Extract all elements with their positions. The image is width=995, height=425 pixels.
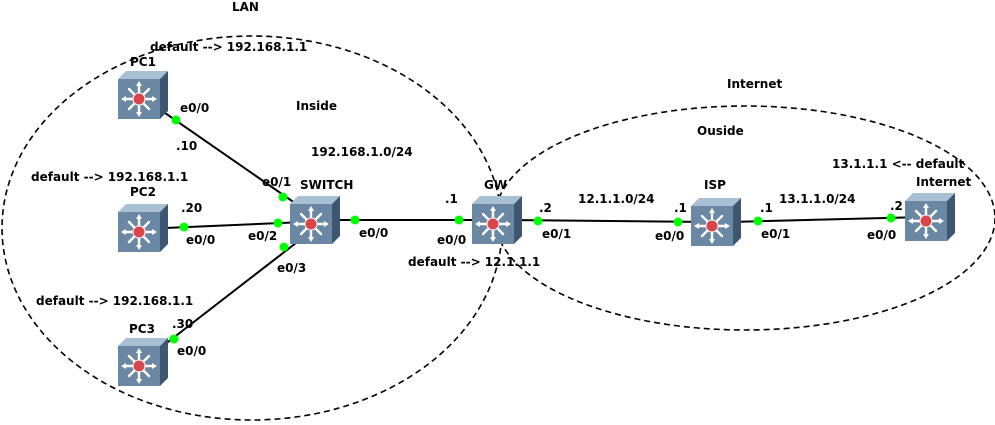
internet-default-route: 13.1.1.1 <-- default	[832, 157, 964, 171]
pc3-default-route: default --> 192.168.1.1	[36, 294, 193, 308]
gw-router-icon[interactable]	[470, 194, 524, 246]
pc1-ip-label: .10	[176, 139, 197, 153]
port-dot-sw-e03[interactable]	[279, 242, 289, 252]
link-pc1-switch	[154, 105, 306, 211]
gw-e00-ip-label: .1	[445, 192, 458, 206]
pc1-port-label: e0/0	[180, 101, 209, 115]
lan-zone-boundary	[1, 35, 503, 421]
sw-e00-label: e0/0	[359, 226, 388, 240]
internet-router-icon[interactable]	[903, 191, 957, 243]
gw-e01-ip-label: .2	[539, 201, 552, 215]
port-dot-isp-e01[interactable]	[753, 216, 763, 226]
sw-e03-label: e0/3	[277, 261, 306, 275]
pc2-ip-label: .20	[181, 201, 202, 215]
port-dot-sw-e02[interactable]	[273, 218, 283, 228]
internet-zone-title: Internet	[727, 77, 782, 91]
isp-name: ISP	[704, 178, 726, 192]
sw-e01-label: e0/1	[262, 175, 291, 189]
internet-e00-label: e0/0	[867, 228, 896, 242]
port-dot-pc3-e00[interactable]	[169, 334, 179, 344]
isp-e01-label: e0/1	[761, 227, 790, 241]
port-dot-gw-e00[interactable]	[454, 215, 464, 225]
pc3-router-icon[interactable]	[116, 336, 170, 388]
port-dot-pc1-e00[interactable]	[171, 115, 181, 125]
gw-name: GW	[484, 178, 507, 192]
lan-subnet-label: 192.168.1.0/24	[311, 145, 413, 159]
internet-e00-ip-label: .2	[890, 199, 903, 213]
port-dot-pc2-e00[interactable]	[179, 222, 189, 232]
port-dot-isp-e00[interactable]	[673, 217, 683, 227]
link-pc3-switch	[154, 235, 306, 353]
lan-zone-title: LAN	[232, 0, 259, 14]
pc3-ip-label: .30	[172, 317, 193, 331]
pc1-default-route: default --> 192.168.1.1	[150, 40, 307, 54]
isp-router-icon[interactable]	[689, 196, 743, 248]
gw-isp-subnet-label: 12.1.1.0/24	[578, 192, 655, 206]
internet-name: Internet	[916, 175, 971, 189]
pc1-router-icon[interactable]	[116, 69, 170, 121]
gw-e01-label: e0/1	[542, 227, 571, 241]
port-dot-gw-e01[interactable]	[533, 216, 543, 226]
pc2-port-label: e0/0	[186, 233, 215, 247]
isp-e00-label: e0/0	[655, 229, 684, 243]
pc2-router-icon[interactable]	[116, 202, 170, 254]
pc3-port-label: e0/0	[177, 344, 206, 358]
isp-internet-subnet-label: 13.1.1.0/24	[779, 192, 856, 206]
pc2-name: PC2	[130, 185, 156, 199]
pc1-name: PC1	[130, 55, 156, 69]
gw-default-route: default --> 12.1.1.1	[408, 255, 540, 269]
internet-zone-boundary	[494, 105, 995, 331]
inside-label: Inside	[296, 99, 337, 113]
outside-label: Ouside	[697, 124, 744, 138]
isp-e00-ip-label: .1	[674, 201, 687, 215]
switch-name: SWITCH	[300, 178, 353, 192]
port-dot-sw-e01[interactable]	[278, 192, 288, 202]
gw-e00-label: e0/0	[437, 233, 466, 247]
isp-e01-ip-label: .1	[760, 201, 773, 215]
switch-icon[interactable]	[288, 194, 342, 246]
pc2-default-route: default --> 192.168.1.1	[31, 170, 188, 184]
port-dot-sw-e00[interactable]	[350, 215, 360, 225]
sw-e02-label: e0/2	[248, 229, 277, 243]
port-dot-inet-e00[interactable]	[886, 213, 896, 223]
pc3-name: PC3	[129, 322, 155, 336]
